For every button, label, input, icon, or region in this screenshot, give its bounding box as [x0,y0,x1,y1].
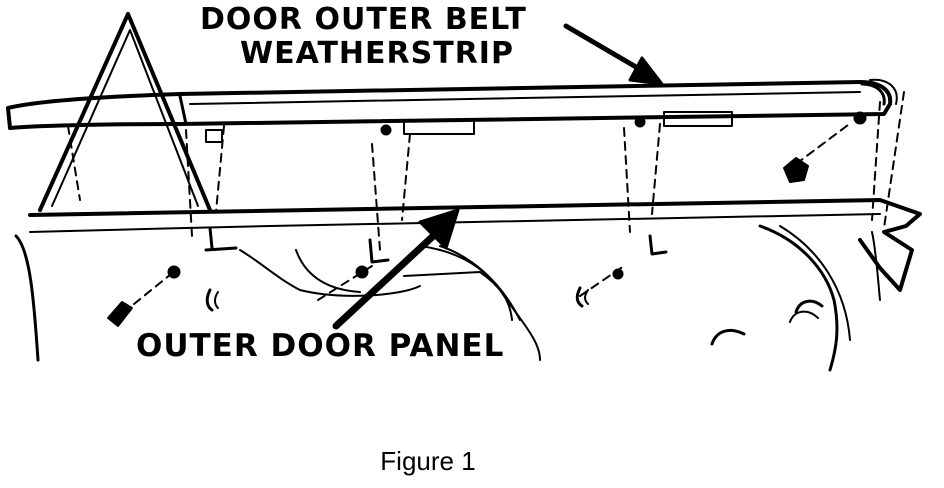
screw-right [612,268,624,280]
window-frame [38,12,212,212]
screw-left [107,265,181,327]
arrow-outer-door-panel [332,208,460,330]
nut-right [783,157,809,183]
outer-door-panel-label: OUTER DOOR PANEL [136,328,505,364]
alignment-lines [67,91,905,305]
belt-weatherstrip-label-line1: DOOR OUTER BELT [200,2,527,37]
outer-door-panel [14,198,922,372]
belt-weatherstrip-label-line2: WEATHERSTRIP [240,36,514,71]
fasteners [107,157,809,327]
figure-caption-text: Figure 1 [380,446,476,476]
screw-center [355,265,369,279]
arrow-belt-weatherstrip [563,23,664,86]
belt-weatherstrip [6,78,898,143]
figure-caption: Figure 1 [0,446,944,477]
